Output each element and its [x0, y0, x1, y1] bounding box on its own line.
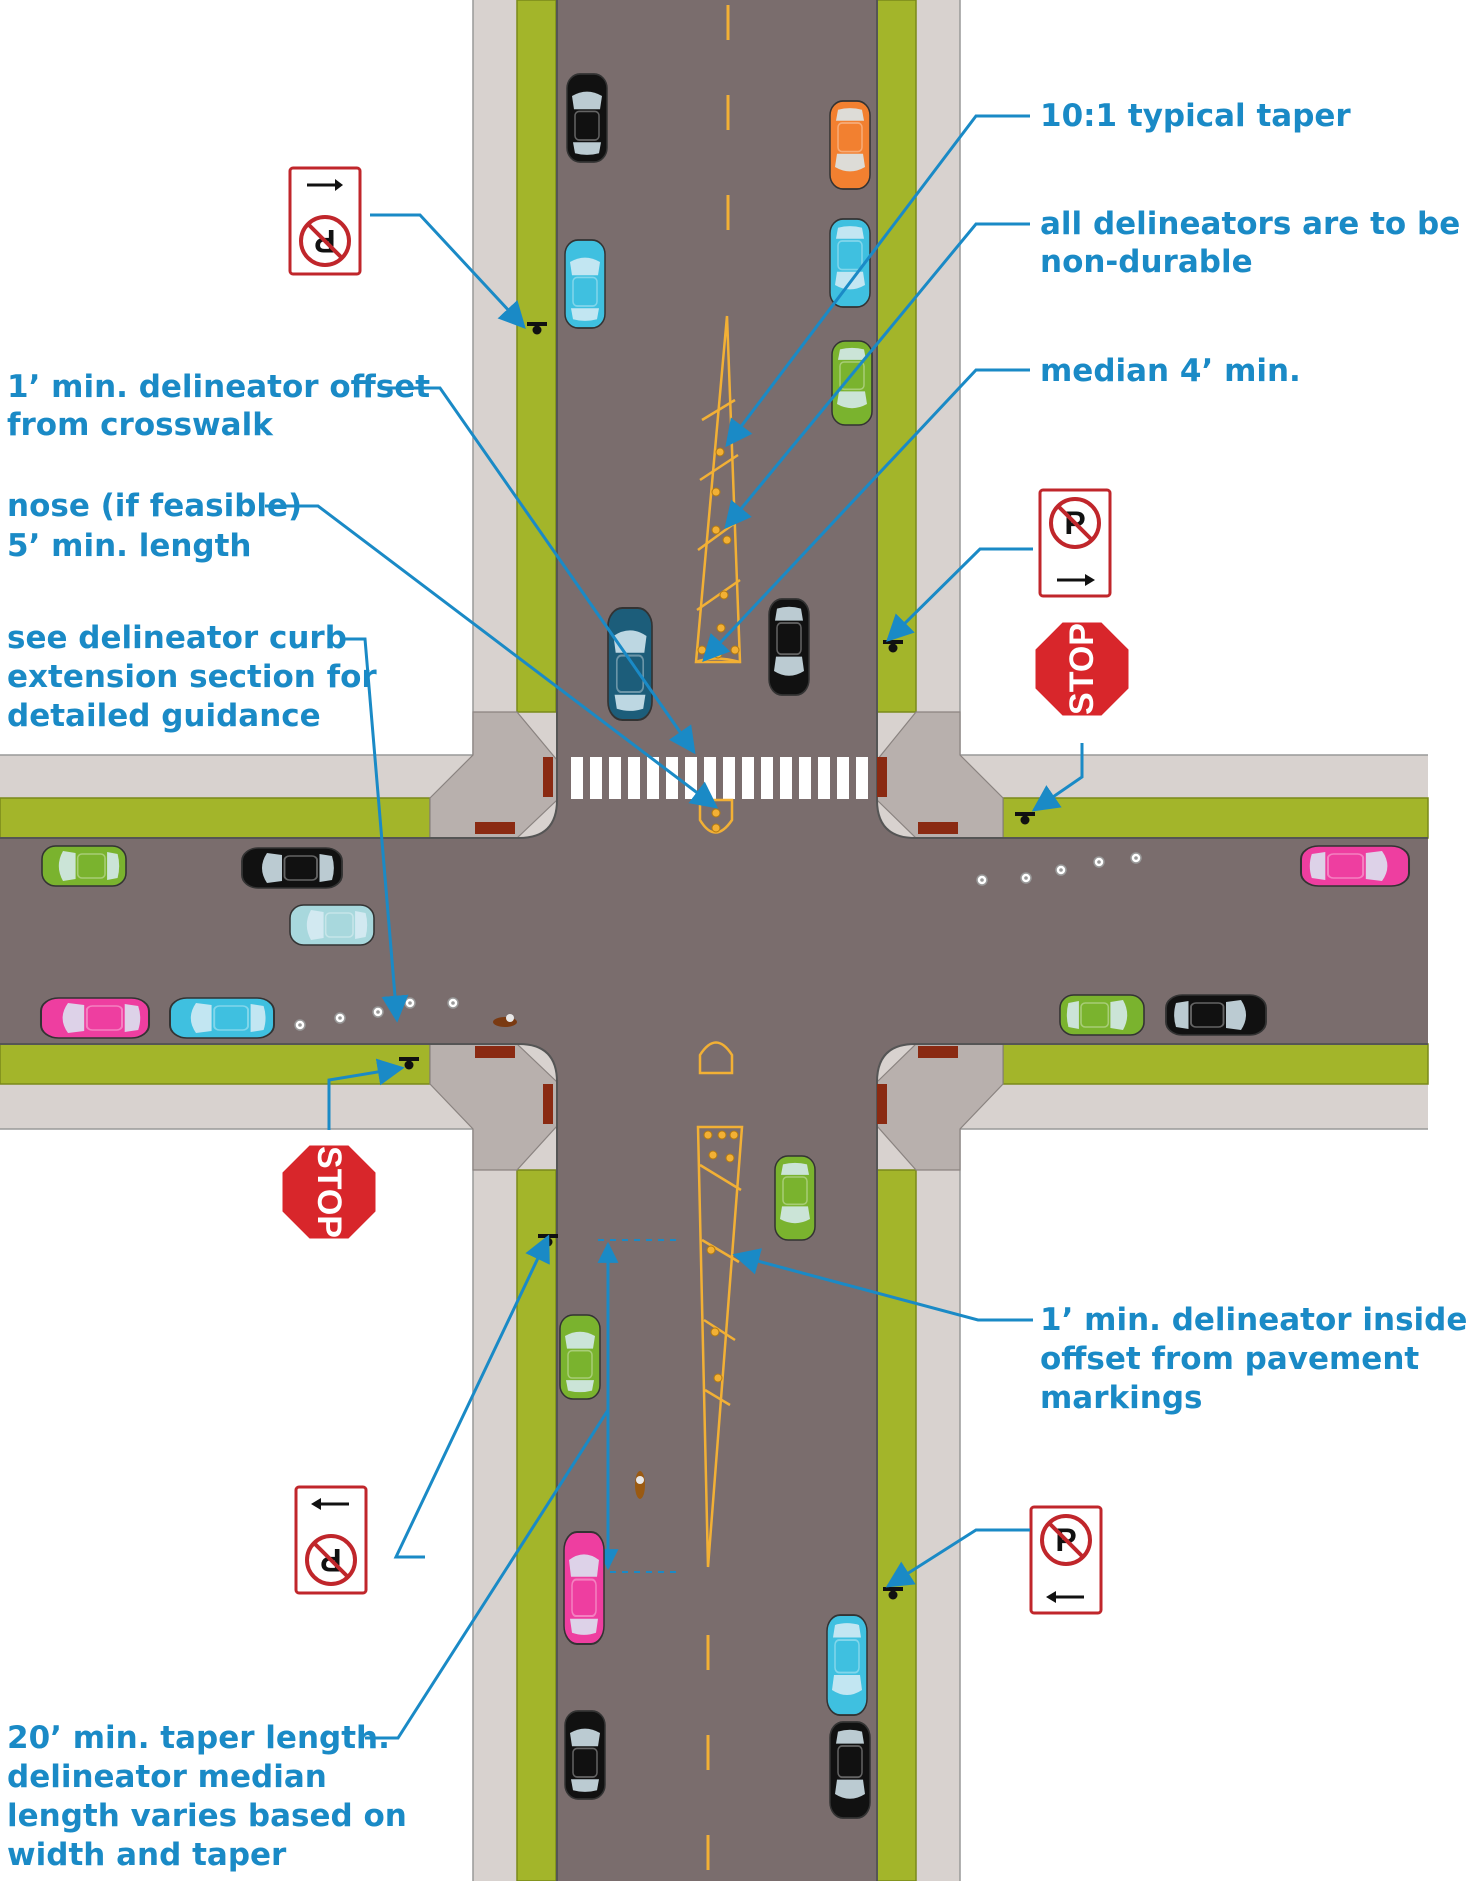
curb-ramp-markers [475, 757, 958, 1124]
annotation-taper-length-line2: delineator median [7, 1759, 327, 1795]
annotation-taper-length-line4: width and taper [7, 1837, 287, 1873]
annotation-inside-line3: markings [1040, 1380, 1203, 1416]
annotation-curb-line1: see delineator curb [7, 620, 347, 656]
annotation-median: median 4’ min. [1040, 353, 1301, 389]
arrow-icon [1085, 574, 1095, 586]
annotation-delineators-line2: non-durable [1040, 244, 1253, 280]
car-icon [169, 997, 275, 1039]
car-icon [241, 847, 343, 889]
stop-sign: STOP [1032, 619, 1132, 719]
annotation-curb-line3: detailed guidance [7, 698, 321, 734]
annotation-curb-line2: extension section for [7, 659, 377, 695]
car-icon [562, 1530, 606, 1646]
callout-leaders [265, 114, 1084, 1740]
annotation-delineators-line1: all delineators are to be [1040, 206, 1461, 242]
cyclist-icon [635, 1471, 645, 1499]
annotation-inside-line2: offset from pavement [1040, 1341, 1420, 1377]
arrow-icon [1046, 1591, 1056, 1603]
taper-length-guides [598, 1239, 680, 1573]
annotation-offset-line1: 1’ min. delineator offset [7, 369, 431, 405]
crosswalk [571, 757, 868, 799]
no-parking-sign: P [1038, 488, 1112, 598]
car-icon [606, 606, 654, 722]
car-icon [41, 845, 127, 887]
car-icon [559, 1314, 601, 1400]
car-icon [768, 598, 810, 696]
annotation-offset-line2: from crosswalk [7, 407, 273, 443]
car-icon [774, 1155, 816, 1241]
stop-sign-text: STOP [1063, 623, 1101, 715]
annotation-taper-length-line3: length varies based on [7, 1798, 407, 1834]
grass-strips [0, 0, 1429, 1881]
car-icon [1165, 994, 1267, 1036]
arrow-icon [311, 1498, 321, 1510]
no-parking-sign: P [1029, 1505, 1103, 1615]
stop-sign: STOP [279, 1142, 379, 1242]
curb-extensions [429, 711, 1004, 1171]
car-icon [829, 1721, 871, 1819]
car-icon [564, 239, 606, 329]
car-icon [1059, 994, 1145, 1036]
nose-south [698, 1041, 734, 1075]
car-icon [566, 73, 608, 163]
car-icon [39, 996, 151, 1040]
stop-sign-text: STOP [310, 1146, 348, 1238]
car-icon [289, 904, 375, 946]
south-delineator-median [696, 1125, 744, 1568]
car-icon [831, 340, 873, 426]
annotation-nose-line1: nose (if feasible) [7, 488, 303, 524]
car-icon [564, 1710, 606, 1800]
arrow-icon [335, 179, 343, 191]
annotation-taper-length-line1: 20’ min. taper length. [7, 1720, 390, 1756]
annotation-taper: 10:1 typical taper [1040, 98, 1351, 134]
no-parking-sign: P [288, 166, 362, 276]
annotation-nose-line2: 5’ min. length [7, 528, 252, 564]
car-icon [826, 1614, 868, 1716]
annotation-inside-line1: 1’ min. delineator inside [1040, 1302, 1467, 1338]
cyclist-icon [493, 1014, 517, 1027]
car-icon [1299, 844, 1411, 888]
center-line [706, 5, 730, 1870]
no-parking-sign: P [294, 1485, 368, 1595]
intersection-diagram: STOP STOP P P P [0, 0, 1429, 1881]
car-icon [829, 100, 871, 190]
